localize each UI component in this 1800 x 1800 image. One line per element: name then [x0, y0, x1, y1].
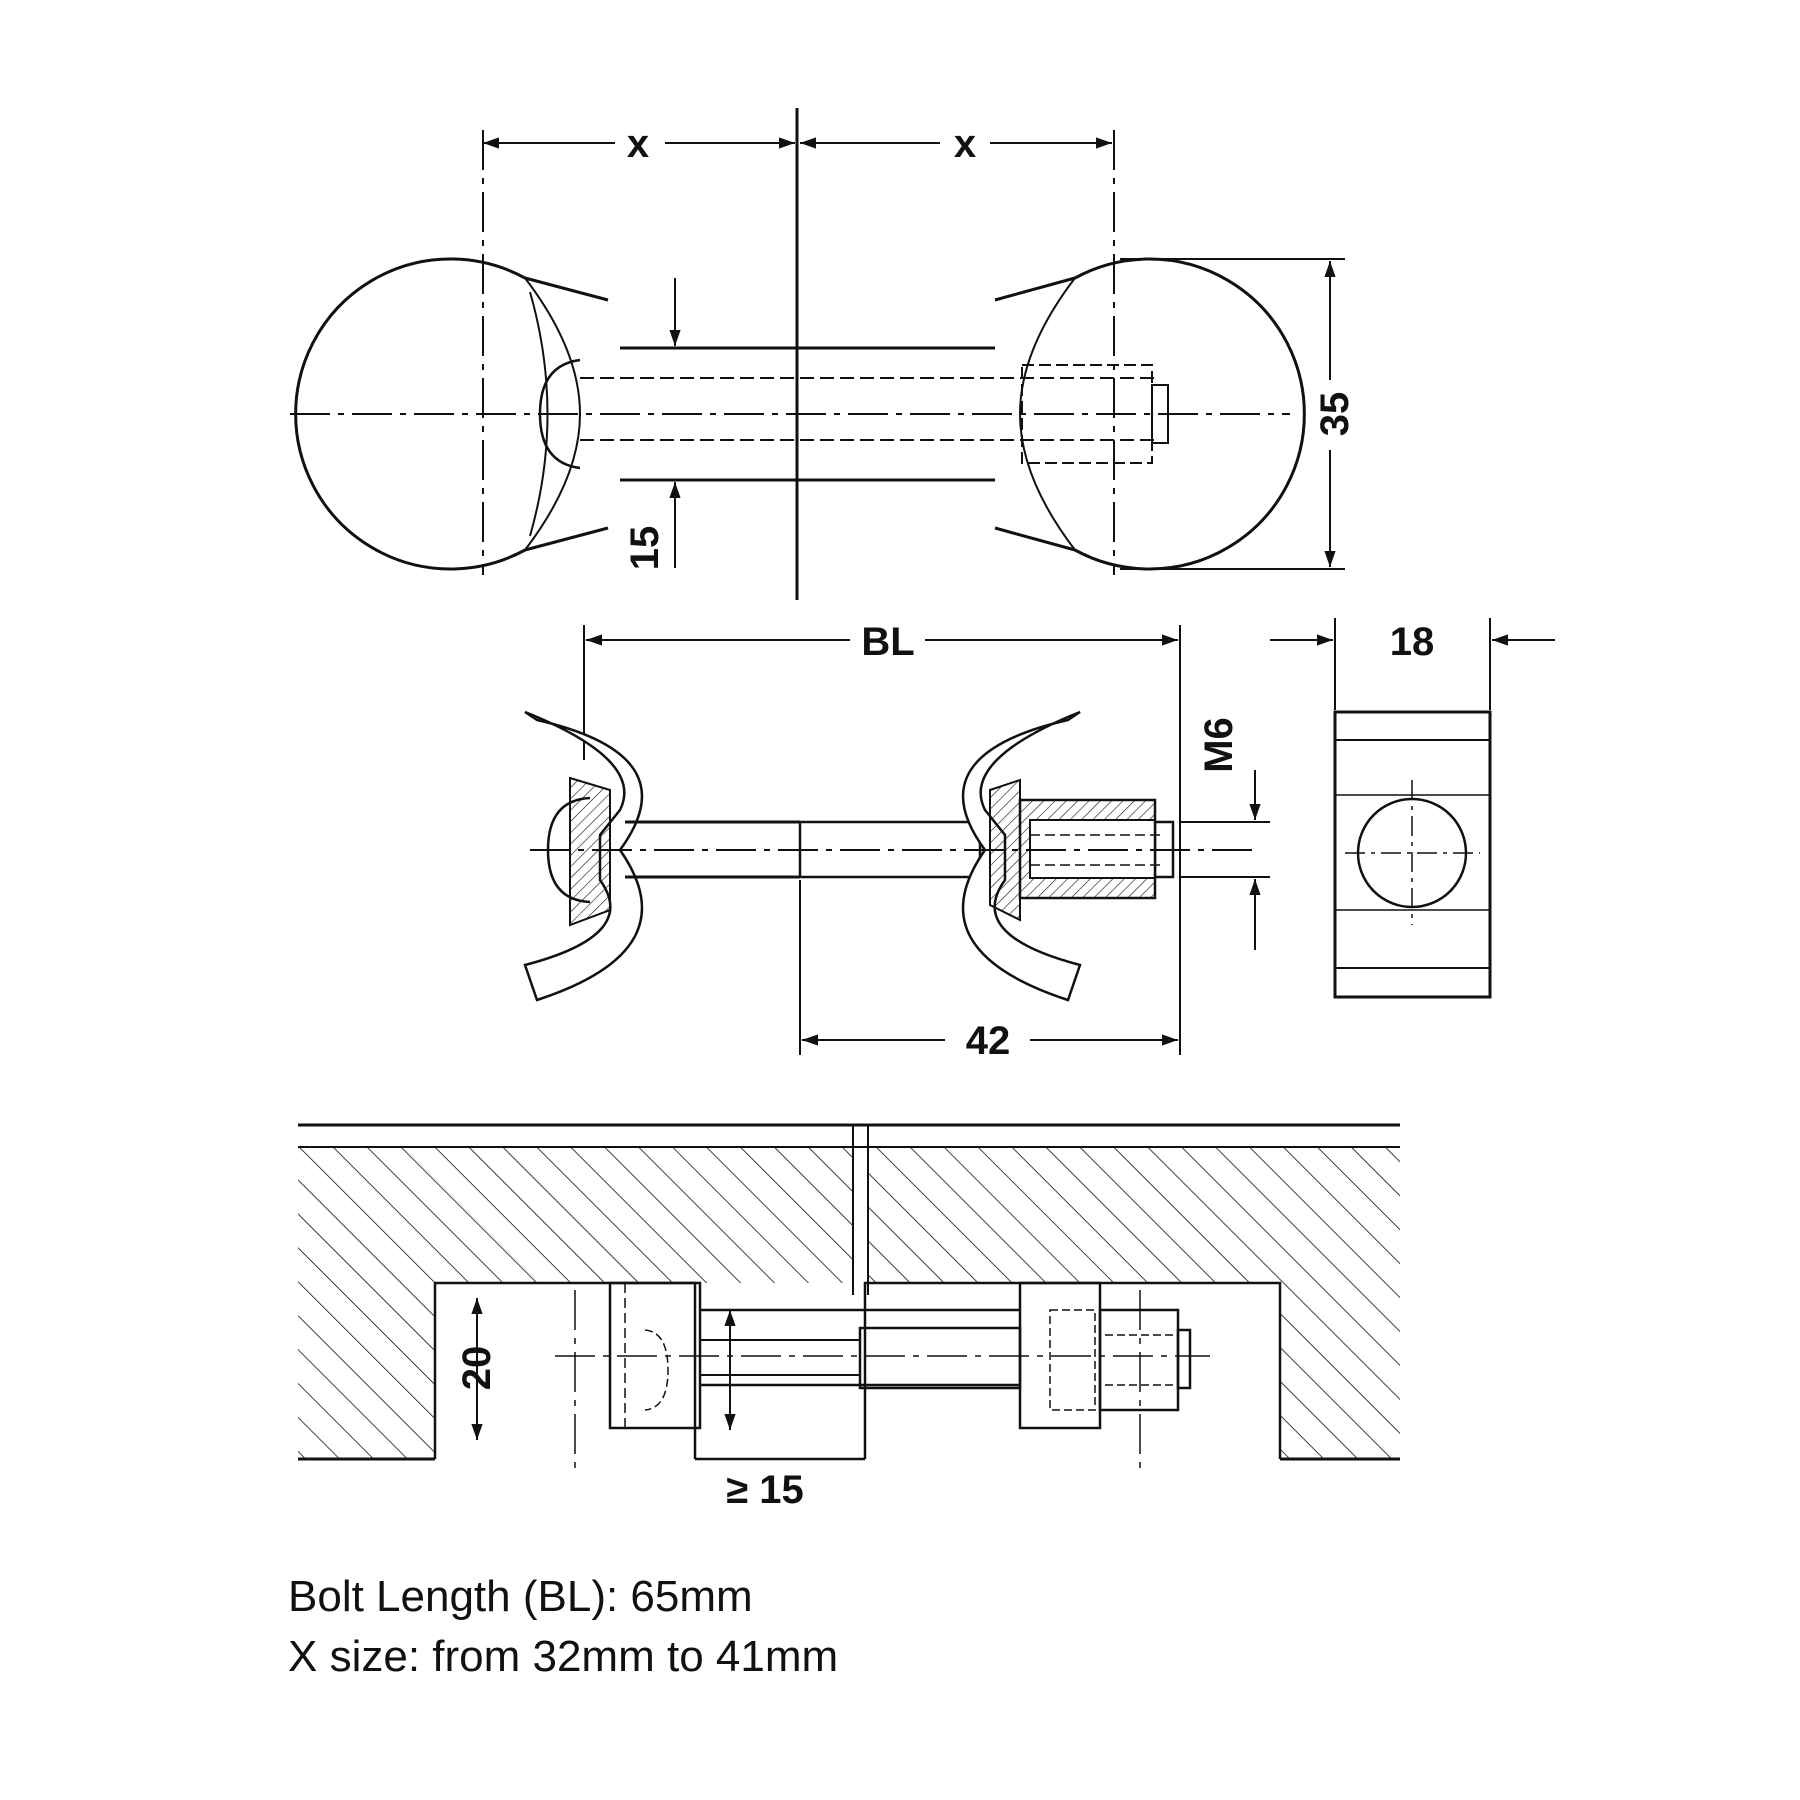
assembly-section-view [298, 1123, 1400, 1475]
left-crescent-section [523, 710, 644, 1002]
dim-label-20: 20 [455, 1346, 499, 1391]
bolt-length-note: Bolt Length (BL): 65mm [288, 1572, 753, 1621]
dim-label-x-right: x [954, 122, 976, 166]
top-view [290, 108, 1345, 600]
dim-label-35: 35 [1313, 392, 1357, 437]
dim-label-bl: BL [861, 620, 914, 664]
dim-label-x-left: x [627, 122, 649, 166]
dim-label-15: 15 [623, 526, 667, 571]
dim-label-m6: M6 [1197, 717, 1241, 773]
end-view [1270, 618, 1555, 999]
barrel-end-view [1333, 710, 1492, 999]
right-barrel-nut [1074, 257, 1306, 571]
right-crescent-section [961, 710, 1082, 1002]
dim-label-42: 42 [966, 1019, 1011, 1063]
x-size-note: X size: from 32mm to 41mm [288, 1632, 839, 1681]
dim-label-18: 18 [1390, 620, 1435, 664]
dim-label-min-15: ≥ 15 [726, 1468, 804, 1512]
side-section-view [523, 625, 1270, 1055]
